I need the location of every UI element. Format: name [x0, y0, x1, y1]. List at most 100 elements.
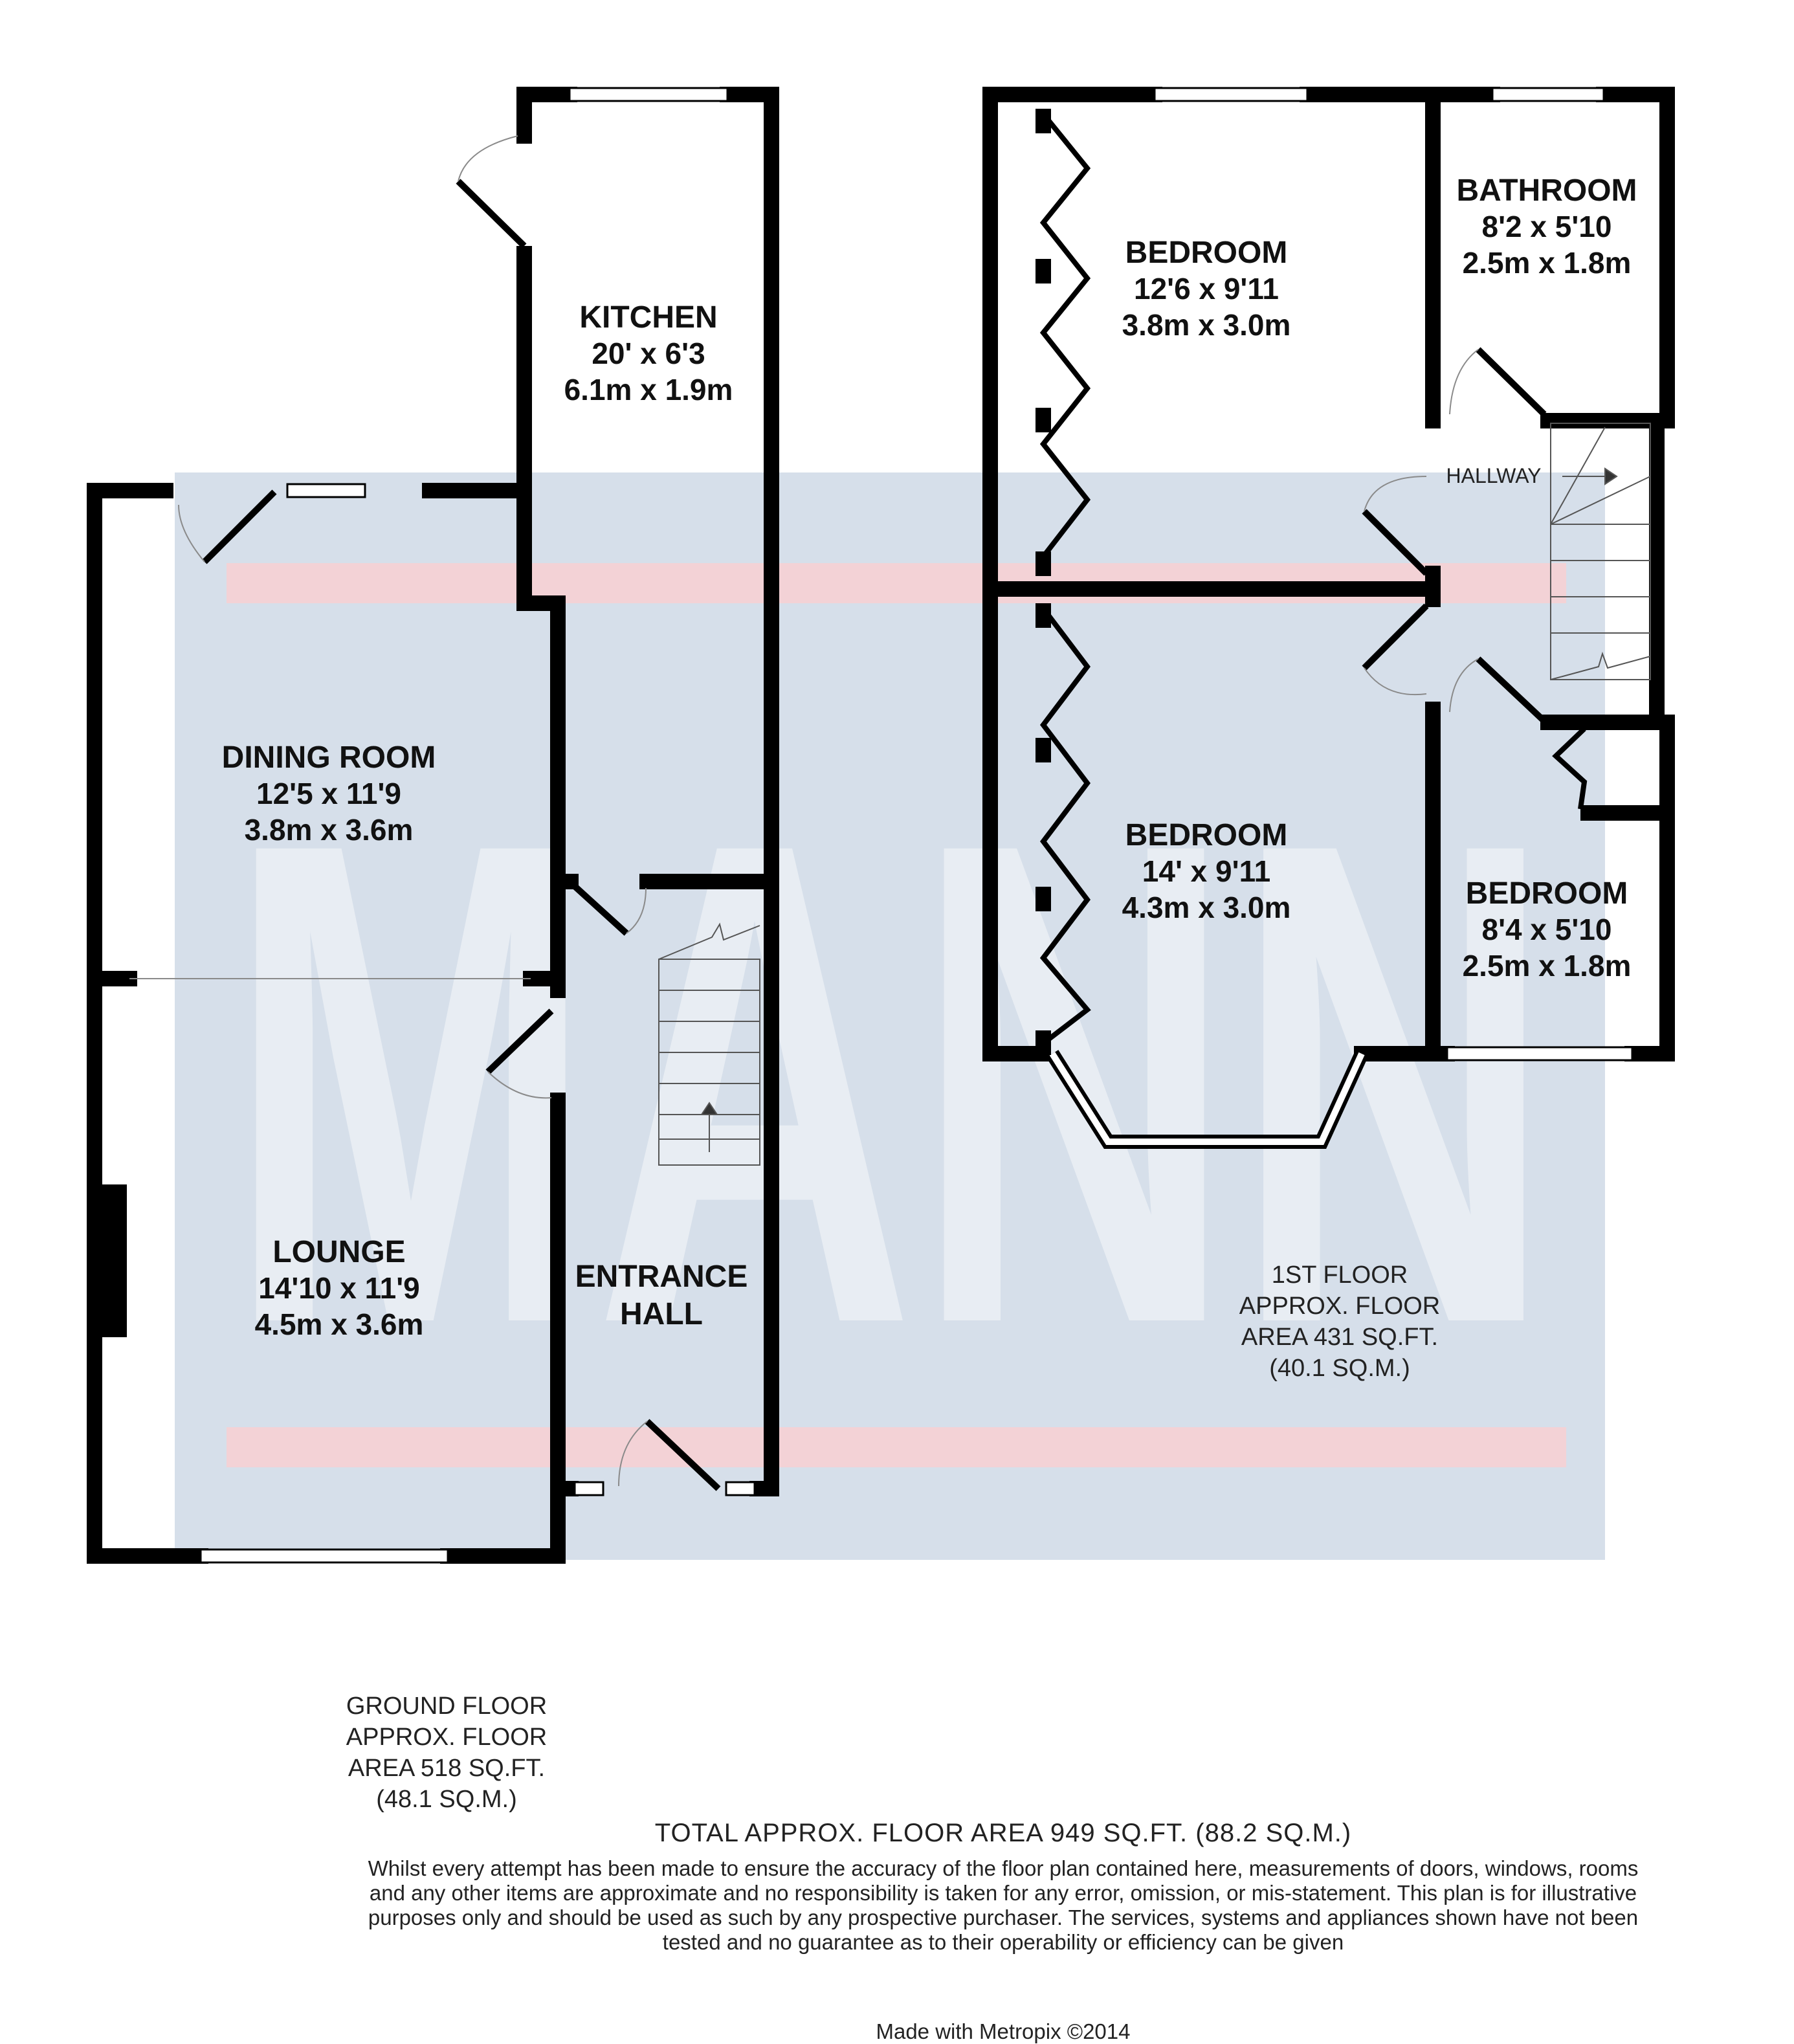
- watermark-stripe-bottom: [227, 1427, 1566, 1467]
- total-floor-area: TOTAL APPROX. FLOOR AREA 949 SQ.FT. (88.…: [654, 1819, 1352, 1847]
- bed3-window: [1446, 1046, 1633, 1061]
- bathroom-metric: 2.5m x 1.8m: [1463, 246, 1632, 280]
- ground-floor-windows: [199, 87, 756, 1564]
- bedroom3-name: BEDROOM: [1466, 876, 1628, 911]
- wardrobe-post: [1035, 109, 1051, 133]
- dining-imperial: 12'5 x 11'9: [256, 777, 401, 810]
- kitchen-window: [568, 87, 729, 102]
- wardrobe-bed1: [1039, 112, 1091, 559]
- ff-stair-outline: [1550, 423, 1651, 680]
- bay-window-glazing: [1049, 1052, 1365, 1145]
- dining-door-swing: [178, 504, 205, 562]
- lounge-imperial: 14'10 x 11'9: [258, 1271, 420, 1305]
- bedroom2-name: BEDROOM: [1125, 818, 1288, 852]
- first-floor-door-swings: [1364, 349, 1479, 713]
- first-floor-label-line4: (40.1 SQ.M.): [1269, 1355, 1410, 1382]
- lounge-door-leaf: [485, 1008, 554, 1074]
- metropix-credit: Made with Metropix ©2014: [876, 2019, 1131, 2043]
- bed1-door-swing: [1364, 476, 1427, 512]
- dining-name: DINING ROOM: [222, 740, 436, 775]
- bathroom-imperial: 8'2 x 5'10: [1482, 210, 1612, 243]
- bed2-door-swing: [1364, 667, 1427, 696]
- first-floor-label-line1: 1ST FLOOR: [1272, 1261, 1408, 1289]
- dining-garden-door-leaf: [202, 489, 277, 564]
- fireplace-chimney-breast: [102, 1184, 127, 1337]
- bedroom3-metric: 2.5m x 1.8m: [1463, 949, 1632, 983]
- bed1-window: [1153, 87, 1309, 102]
- cupboard-door-swing: [626, 887, 647, 934]
- wardrobe-post: [1035, 259, 1051, 283]
- entrance-name-line2: HALL: [620, 1297, 703, 1331]
- bath-door-leaf: [1476, 347, 1547, 417]
- watermark-band: [175, 472, 1605, 1560]
- watermark-text: MANN: [227, 699, 1553, 1466]
- up-arrow-icon: [700, 1102, 718, 1115]
- lounge-window: [199, 1548, 449, 1564]
- room-labels: KITCHEN 20' x 6'3 6.1m x 1.9m DINING ROO…: [222, 173, 1637, 1341]
- right-arrow-icon: [1604, 467, 1618, 485]
- ground-floor-doors: [202, 179, 721, 1491]
- front-door-leaf: [645, 1419, 721, 1491]
- ff-stair-break-line: [1550, 651, 1651, 680]
- dining-metric: 3.8m x 3.6m: [245, 813, 414, 847]
- wardrobe-post: [1035, 551, 1051, 576]
- watermark: MANN: [175, 472, 1605, 1560]
- kitchen-door-swing: [458, 135, 518, 182]
- dining-window: [286, 483, 366, 498]
- front-door-swing: [618, 1421, 648, 1487]
- hall-window-left: [573, 1481, 604, 1496]
- first-floor-windows: [1153, 87, 1633, 1061]
- ground-floor-stairs: [658, 922, 760, 1166]
- wardrobe-bed2: [1039, 606, 1091, 1046]
- stair-break-line: [658, 922, 760, 960]
- bedroom2-imperial: 14' x 9'11: [1142, 854, 1270, 888]
- kitchen-metric: 6.1m x 1.9m: [564, 373, 733, 406]
- lounge-metric: 4.5m x 3.6m: [255, 1307, 424, 1341]
- stair-outline: [658, 959, 760, 1166]
- wardrobe-post: [1035, 408, 1051, 432]
- disclaimer-text: Whilst every attempt has been made to en…: [368, 1856, 1639, 1954]
- first-floor-stairs: [1550, 423, 1651, 680]
- hall-window-right: [725, 1481, 756, 1496]
- stair-winder: [1550, 476, 1651, 525]
- kitchen-imperial: 20' x 6'3: [592, 337, 705, 370]
- wardrobe-post: [1035, 1030, 1051, 1055]
- bed3-door-leaf: [1476, 656, 1547, 724]
- bed2-door-leaf: [1362, 603, 1429, 671]
- first-floor-label-line3: AREA 431 SQ.FT.: [1241, 1324, 1438, 1351]
- wardrobe-post: [1035, 738, 1051, 762]
- cupboard-door-leaf: [567, 879, 629, 936]
- wardrobe-doors: [1039, 112, 1091, 1046]
- bath-window: [1491, 87, 1605, 102]
- bath-door-swing: [1449, 349, 1479, 415]
- bedroom3-imperial: 8'4 x 5'10: [1482, 913, 1612, 946]
- floor-area-labels: 1ST FLOOR APPROX. FLOOR AREA 431 SQ.FT. …: [346, 1261, 1440, 1813]
- first-floor-doors: [1362, 347, 1588, 810]
- ground-floor-door-swings: [178, 135, 648, 1487]
- entrance-name-line1: ENTRANCE: [575, 1260, 748, 1294]
- hallway-name: HALLWAY: [1446, 464, 1542, 487]
- bedroom1-metric: 3.8m x 3.0m: [1122, 308, 1291, 342]
- lounge-name: LOUNGE: [272, 1235, 405, 1269]
- bedroom1-imperial: 12'6 x 9'11: [1134, 272, 1279, 305]
- kitchen-back-door-leaf: [456, 179, 527, 249]
- wardrobe-post: [1035, 887, 1051, 911]
- bedroom2-metric: 4.3m x 3.0m: [1122, 891, 1291, 924]
- ground-floor-label-line3: AREA 518 SQ.FT.: [348, 1755, 545, 1782]
- ground-floor-label-line1: GROUND FLOOR: [346, 1693, 547, 1720]
- wardrobe-post: [1035, 603, 1051, 628]
- ground-floor-label-line4: (48.1 SQ.M.): [376, 1786, 517, 1813]
- cupboard-bifold-door: [1552, 727, 1588, 810]
- first-floor-label-line2: APPROX. FLOOR: [1239, 1293, 1440, 1320]
- bathroom-name: BATHROOM: [1456, 173, 1637, 208]
- kitchen-name: KITCHEN: [579, 300, 717, 335]
- bedroom1-name: BEDROOM: [1125, 236, 1288, 270]
- first-floor-walls: [982, 87, 1675, 1061]
- bed3-door-swing: [1449, 658, 1479, 713]
- bed1-door-leaf: [1362, 509, 1429, 576]
- wardrobe-posts: [1035, 109, 1051, 1055]
- ground-floor-walls: [87, 87, 779, 1564]
- ground-floor-label-line2: APPROX. FLOOR: [346, 1724, 547, 1751]
- lounge-door-swing: [487, 1071, 552, 1099]
